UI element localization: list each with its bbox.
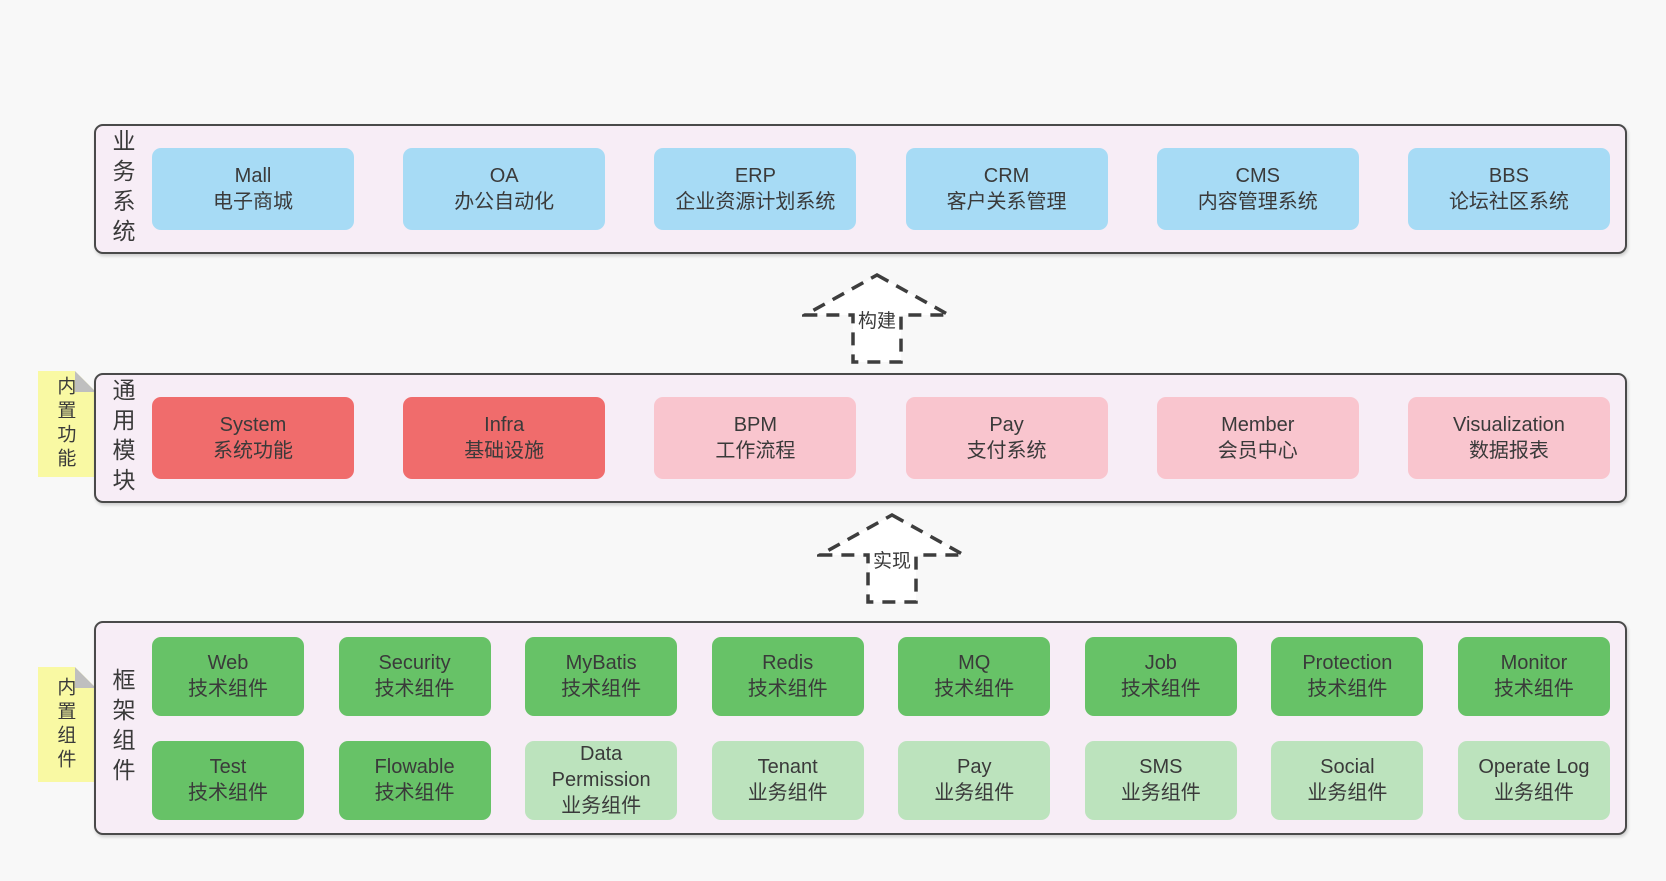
box-title: Protection bbox=[1302, 652, 1393, 674]
box-title: OA bbox=[489, 165, 519, 187]
box-sms: SMS 业务组件 bbox=[1084, 740, 1237, 820]
box-subtitle: 企业资源计划系统 bbox=[675, 191, 836, 213]
box-subtitle: 支付系统 bbox=[966, 440, 1047, 462]
build-arrow: 构建 bbox=[802, 272, 952, 365]
box-title: MyBatis bbox=[565, 652, 637, 674]
box-erp: ERP 企业资源计划系统 bbox=[654, 148, 857, 230]
panel-business-systems: 业务系统 Mall 电子商城 OA 办公自动化 ERP 企业资源计划系统 CRM… bbox=[94, 124, 1627, 254]
box-title: Visualization bbox=[1452, 414, 1565, 436]
box-test: Test 技术组件 bbox=[152, 740, 304, 820]
box-subtitle: 业务组件 bbox=[1120, 782, 1201, 804]
box-title: Infra bbox=[484, 414, 525, 436]
box-subtitle: 技术组件 bbox=[747, 678, 828, 700]
box-subtitle: 技术组件 bbox=[374, 678, 455, 700]
box-title: Member bbox=[1221, 414, 1295, 436]
box-subtitle: 技术组件 bbox=[188, 782, 268, 804]
box-mq: MQ 技术组件 bbox=[898, 636, 1051, 716]
panel-framework-components: 框架组件 Web 技术组件 Security 技术组件 MyBatis 技术组件… bbox=[94, 621, 1627, 835]
box-mall: Mall 电子商城 bbox=[152, 148, 354, 230]
box-subtitle: 技术组件 bbox=[1493, 678, 1574, 700]
panel-label-business-systems: 业务系统 bbox=[109, 129, 135, 249]
box-title: Operate Log bbox=[1478, 756, 1590, 778]
box-title: Redis bbox=[762, 652, 814, 674]
box-title: Pay bbox=[989, 414, 1024, 436]
box-member: Member 会员中心 bbox=[1156, 397, 1359, 479]
panel-label-framework-components: 框架组件 bbox=[109, 668, 135, 788]
box-subtitle: 数据报表 bbox=[1468, 440, 1549, 462]
box-title: Monitor bbox=[1500, 652, 1568, 674]
box-pay-component: Pay 业务组件 bbox=[898, 740, 1051, 820]
box-tenant: Tenant 业务组件 bbox=[711, 740, 864, 820]
box-oa: OA 办公自动化 bbox=[403, 148, 606, 230]
box-bpm: BPM 工作流程 bbox=[654, 397, 857, 479]
box-subtitle: 客户关系管理 bbox=[946, 191, 1067, 213]
box-title: Job bbox=[1144, 652, 1177, 674]
box-operate-log: Operate Log 业务组件 bbox=[1457, 740, 1610, 820]
sticky-note-label: 内置组件 bbox=[54, 676, 76, 773]
box-title: CMS bbox=[1235, 165, 1280, 187]
box-pay-system: Pay 支付系统 bbox=[905, 397, 1108, 479]
box-subtitle: 业务组件 bbox=[934, 782, 1015, 804]
box-subtitle: 业务组件 bbox=[1493, 782, 1574, 804]
box-subtitle: 基础设施 bbox=[464, 440, 545, 462]
box-subtitle: 论坛社区系统 bbox=[1448, 191, 1569, 213]
box-title: MQ bbox=[958, 652, 991, 674]
box-subtitle: 会员中心 bbox=[1217, 440, 1298, 462]
sticky-note-built-in-components: 内置组件 bbox=[38, 667, 96, 782]
box-title: CRM bbox=[983, 165, 1030, 187]
box-subtitle: 业务组件 bbox=[1307, 782, 1388, 804]
box-title: Web bbox=[207, 652, 249, 674]
box-visualization: Visualization 数据报表 bbox=[1407, 397, 1610, 479]
box-social: Social 业务组件 bbox=[1271, 740, 1424, 820]
box-title: SMS bbox=[1139, 756, 1183, 778]
box-title: Tenant bbox=[757, 756, 818, 778]
box-subtitle: 业务组件 bbox=[747, 782, 828, 804]
box-protection: Protection 技术组件 bbox=[1271, 636, 1424, 716]
box-subtitle: 技术组件 bbox=[934, 678, 1015, 700]
box-title: System bbox=[219, 414, 287, 436]
box-subtitle: 系统功能 bbox=[213, 440, 293, 462]
box-redis: Redis 技术组件 bbox=[711, 636, 864, 716]
box-subtitle: 技术组件 bbox=[1120, 678, 1201, 700]
box-web: Web 技术组件 bbox=[152, 636, 304, 716]
box-flowable: Flowable 技术组件 bbox=[338, 740, 491, 820]
implement-arrow: 实现 bbox=[817, 512, 967, 605]
box-job: Job 技术组件 bbox=[1084, 636, 1237, 716]
box-subtitle: 业务组件 bbox=[561, 795, 642, 817]
box-cms: CMS 内容管理系统 bbox=[1156, 148, 1359, 230]
box-infra: Infra 基础设施 bbox=[403, 397, 606, 479]
box-subtitle: 技术组件 bbox=[561, 678, 642, 700]
panel-label-common-modules: 通用模块 bbox=[109, 378, 135, 498]
box-title: BPM bbox=[733, 414, 778, 436]
box-security: Security 技术组件 bbox=[338, 636, 491, 716]
box-title: Test bbox=[209, 756, 247, 778]
box-title: Mall bbox=[234, 165, 272, 187]
box-subtitle: 技术组件 bbox=[374, 782, 455, 804]
box-title: BBS bbox=[1488, 165, 1529, 187]
box-subtitle: 技术组件 bbox=[1307, 678, 1388, 700]
build-arrow-label: 构建 bbox=[854, 306, 900, 333]
sticky-note-label: 内置功能 bbox=[54, 376, 76, 472]
box-subtitle: 技术组件 bbox=[188, 678, 268, 700]
box-subtitle: 工作流程 bbox=[715, 440, 796, 462]
box-monitor: Monitor 技术组件 bbox=[1457, 636, 1610, 716]
implement-arrow-label: 实现 bbox=[869, 546, 915, 573]
box-title: Social bbox=[1320, 756, 1375, 778]
box-crm: CRM 客户关系管理 bbox=[905, 148, 1108, 230]
box-title: Pay bbox=[957, 756, 992, 778]
box-title: ERP bbox=[734, 165, 776, 187]
box-subtitle: 电子商城 bbox=[213, 191, 293, 213]
box-title: Security bbox=[378, 652, 451, 674]
box-subtitle: 办公自动化 bbox=[454, 191, 555, 213]
box-title: Flowable bbox=[374, 756, 455, 778]
sticky-note-built-in-features: 内置功能 bbox=[38, 371, 96, 477]
box-bbs: BBS 论坛社区系统 bbox=[1407, 148, 1610, 230]
box-system: System 系统功能 bbox=[152, 397, 354, 479]
box-data-permission: Data Permission 业务组件 bbox=[525, 740, 678, 820]
box-title: Data Permission bbox=[551, 743, 651, 791]
box-mybatis: MyBatis 技术组件 bbox=[525, 636, 678, 716]
panel-common-modules: 通用模块 System 系统功能 Infra 基础设施 BPM 工作流程 Pay… bbox=[94, 373, 1627, 503]
box-subtitle: 内容管理系统 bbox=[1197, 191, 1318, 213]
